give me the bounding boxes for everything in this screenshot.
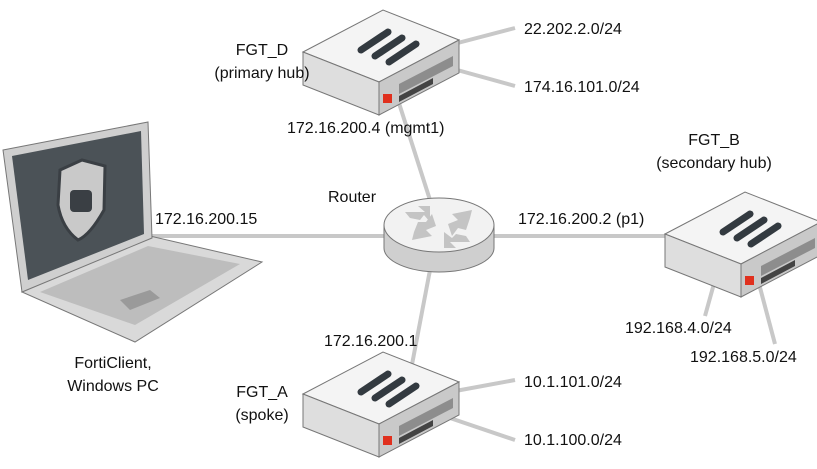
fgt-d-role: (primary hub) — [214, 65, 309, 82]
laptop-icon — [2, 121, 264, 343]
fgt-a-name: FGT_A — [236, 384, 288, 401]
links — [150, 26, 777, 442]
link-fgt-d-subnet1 — [449, 26, 516, 47]
fgt-a-device-icon — [303, 352, 459, 457]
link-fgt-b-subnet2 — [756, 279, 777, 345]
client-name-line2: Windows PC — [67, 378, 159, 395]
link-router-fgt-a — [408, 269, 432, 376]
link-fgt-d-subnet2 — [449, 66, 516, 88]
fgt-b-ip: 172.16.200.2 (p1) — [518, 211, 644, 228]
fgt-a-role: (spoke) — [235, 407, 288, 424]
fgt-a-subnet-1: 10.1.101.0/24 — [524, 374, 622, 391]
fgt-d-subnet-1: 22.202.2.0/24 — [524, 21, 622, 38]
fgt-b-subnet-1: 192.168.4.0/24 — [625, 320, 732, 337]
fgt-d-name: FGT_D — [236, 42, 288, 59]
fgt-b-device-icon — [665, 192, 817, 297]
link-fgt-a-subnet1 — [449, 378, 516, 394]
fgt-a-ip: 172.16.200.1 — [324, 333, 418, 350]
fgt-b-name: FGT_B — [688, 132, 740, 149]
router-label: Router — [328, 189, 377, 206]
router-icon — [383, 197, 495, 273]
fgt-d-ip: 172.16.200.4 (mgmt1) — [287, 120, 444, 137]
client-name: FortiClient, — [74, 355, 151, 372]
link-fgt-a-subnet2 — [449, 416, 516, 442]
fgt-d-subnet-2: 174.16.101.0/24 — [524, 79, 640, 96]
fgt-b-subnet-2: 192.168.5.0/24 — [690, 349, 797, 366]
fgt-b-role: (secondary hub) — [656, 155, 772, 172]
link-router-fgt-d — [396, 99, 432, 201]
fgt-a-subnet-2: 10.1.100.0/24 — [524, 432, 622, 449]
client-ip: 172.16.200.15 — [155, 211, 257, 228]
fgt-d-device-icon — [303, 10, 459, 115]
